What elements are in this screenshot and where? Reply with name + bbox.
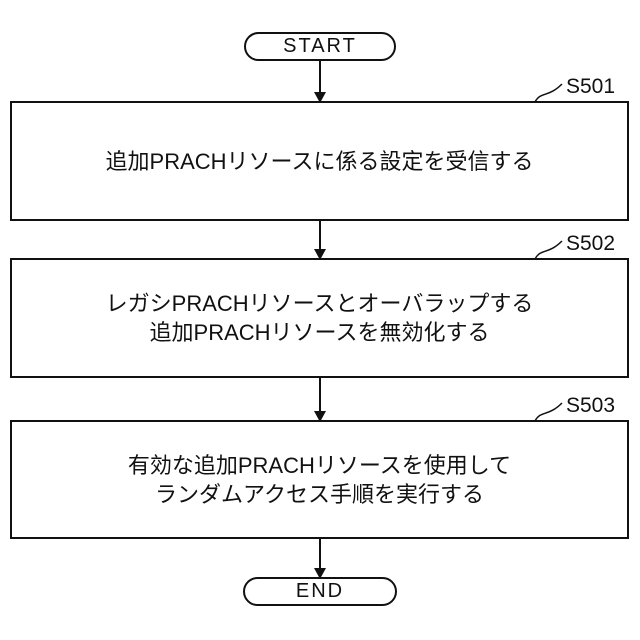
process-text-line: レガシPRACHリソースとオーバラップする [105,291,534,316]
process-box-s503: 有効な追加PRACHリソースを使用して ランダムアクセス手順を実行する [10,420,629,539]
leader-squiggle-s502 [534,240,563,260]
start-terminal: START [244,32,396,61]
end-label: END [295,580,345,602]
leader-squiggle-s503 [534,402,563,422]
start-label: START [283,35,357,57]
process-box-s502: レガシPRACHリソースとオーバラップする 追加PRACHリソースを無効化する [10,258,629,378]
end-terminal: END [243,577,397,606]
step-label-s501: S501 [566,75,616,98]
process-text-line: 追加PRACHリソースに係る設定を受信する [105,148,534,174]
process-text-line: ランダムアクセス手順を実行する [155,481,484,507]
step-label-s503: S503 [566,394,616,417]
step-label-s502: S502 [566,232,616,255]
process-text-line: 追加PRACHリソースを無効化する [149,320,490,345]
process-text-line: 有効な追加PRACHリソースを使用して [127,452,512,478]
process-box-s501: 追加PRACHリソースに係る設定を受信する [10,101,629,221]
leader-squiggle-s501 [534,83,563,103]
